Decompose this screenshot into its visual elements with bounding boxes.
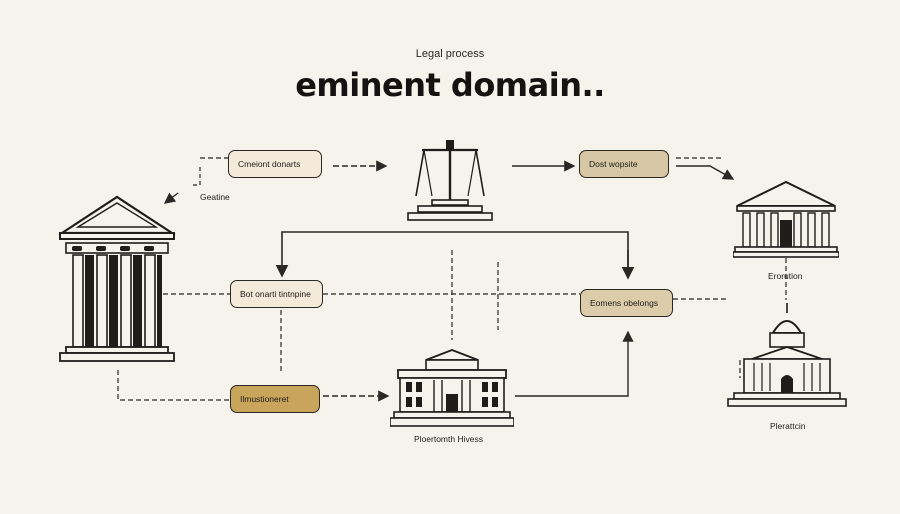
step-box-top-left-label: Cmeiont donarts xyxy=(238,159,301,169)
step-box-mid-right: Eomens obelongs xyxy=(580,289,673,317)
government-building-icon xyxy=(390,349,514,427)
step-box-mid-right-label: Eomens obelongs xyxy=(590,298,659,308)
courthouse-columns-icon xyxy=(58,195,176,362)
center-building-label: Ploertomth Hivess xyxy=(414,434,483,444)
right-temple-icon xyxy=(733,180,839,258)
step-box-mid-left: Bot onarti tintnpine xyxy=(230,280,323,308)
left-arrow-label: Geatine xyxy=(200,192,230,202)
right-upper-building-label: Erorution xyxy=(768,271,803,281)
right-lower-building-label: Plerattcin xyxy=(770,421,806,431)
capitol-building-icon xyxy=(727,303,847,407)
step-box-top-right-label: Dost wopsite xyxy=(589,159,638,169)
step-box-bottom-left: Ilmustioneret xyxy=(230,385,320,413)
step-box-mid-left-label: Bot onarti tintnpine xyxy=(240,289,311,299)
diagram-subtitle: Legal process xyxy=(415,48,485,60)
step-box-top-left: Cmeiont donarts xyxy=(228,150,322,178)
scale-icon xyxy=(407,140,493,221)
step-box-bottom-left-label: Ilmustioneret xyxy=(240,394,289,404)
diagram-title: eminent domain.. xyxy=(295,66,605,104)
step-box-top-right: Dost wopsite xyxy=(579,150,669,178)
